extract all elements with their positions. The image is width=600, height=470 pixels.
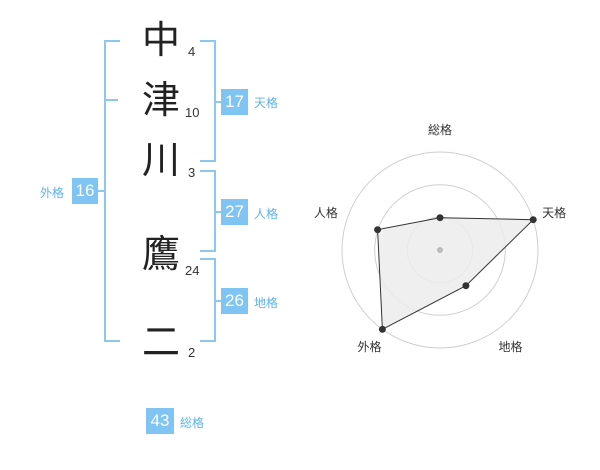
radar-axis-label-4: 外格	[357, 339, 381, 354]
gaikaku-value-badge: 16	[72, 178, 98, 204]
radar-axis-label-1: 総格	[428, 122, 452, 137]
name-char-2: 津	[141, 78, 180, 122]
jinkaku-value-badge: 27	[221, 199, 248, 225]
chikaku-bracket	[200, 258, 216, 342]
jinkaku-bracket	[200, 170, 216, 252]
stroke-count-1: 4	[188, 44, 196, 59]
radar-point-2	[529, 216, 537, 224]
stroke-count-2: 10	[185, 105, 200, 120]
jinkaku-label: 人格	[254, 207, 279, 221]
stroke-count-5: 2	[188, 345, 196, 360]
tenkaku-connector	[215, 101, 221, 103]
chikaku-connector	[215, 300, 221, 302]
name-char-4: 鷹	[141, 232, 180, 276]
radar-point-4	[378, 325, 386, 333]
radar-ring-3	[341, 151, 539, 349]
gaikaku-bracket-tick	[104, 99, 118, 101]
radar-axis-label-3: 地格	[498, 339, 522, 354]
tenkaku-bracket	[200, 40, 216, 162]
stroke-count-4: 24	[185, 263, 200, 278]
radar-point-3	[462, 282, 470, 290]
name-char-5: 二	[141, 320, 180, 364]
chikaku-value-badge: 26	[221, 288, 248, 314]
gaikaku-label: 外格	[40, 186, 65, 200]
name-char-1: 中	[141, 18, 180, 62]
chikaku-label: 地格	[254, 296, 279, 310]
radar-polygon	[377, 217, 535, 331]
radar-point-5	[374, 226, 382, 234]
radar-ring-2	[374, 184, 506, 316]
tenkaku-value-badge: 17	[221, 89, 248, 115]
jinkaku-connector	[215, 211, 221, 213]
tenkaku-label: 天格	[254, 96, 279, 110]
soukaku-label: 総格	[180, 416, 205, 430]
soukaku-value-badge: 43	[146, 408, 174, 434]
gaikaku-connector	[96, 190, 105, 192]
radar-points	[374, 214, 537, 333]
gaikaku-bracket	[104, 40, 120, 342]
radar-center	[437, 247, 443, 253]
stroke-count-3: 3	[188, 165, 196, 180]
radar-axis-label-5: 人格	[314, 205, 338, 220]
radar-point-1	[436, 214, 444, 222]
name-char-3: 川	[141, 138, 180, 182]
radar-axis-label-2: 天格	[542, 205, 566, 220]
